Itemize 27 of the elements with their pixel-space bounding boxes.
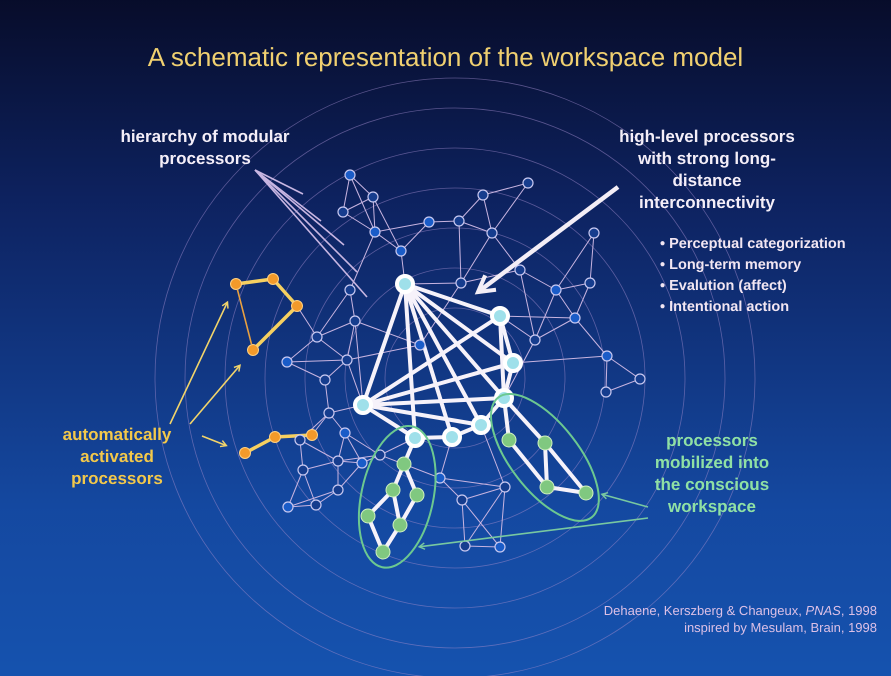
leader-line [254,169,358,273]
bullet-item: • Intentional action [660,299,790,315]
processor-node [247,344,259,356]
annotation-text: processors mobilized into the conscious workspace [648,430,776,518]
bullet-item: • Perceptual categorization [660,236,846,252]
workspace-ellipse [356,424,438,570]
title: A schematic representation of the workspace model [146,42,744,73]
arrow [476,185,620,294]
annotation-text: hierarchy of modular processors [95,126,315,170]
arrow [601,492,648,508]
leader-line [254,169,322,222]
annotation-text: high-level processors with strong long-distance interconnectivity [618,126,796,214]
arrow [169,301,229,424]
bullet-item: • Long-term memory [660,257,802,273]
leader-line [236,290,252,344]
processor-node [230,278,242,290]
citation-text: inspired by Mesulam, Brain, 1998 [684,620,877,635]
workspace-ellipse [489,392,601,522]
arrow [202,435,228,448]
arrow [189,364,241,425]
bullet-item: • Evalution (affect) [660,278,787,294]
leader-line [254,169,304,195]
leader-line [254,169,368,298]
citation-text: Dehaene, Kerszberg & Changeux, PNAS, 1998 [604,603,877,618]
processor-node [239,447,251,459]
annotation-text: automatically activated processors [32,424,202,490]
arrow [418,517,648,550]
